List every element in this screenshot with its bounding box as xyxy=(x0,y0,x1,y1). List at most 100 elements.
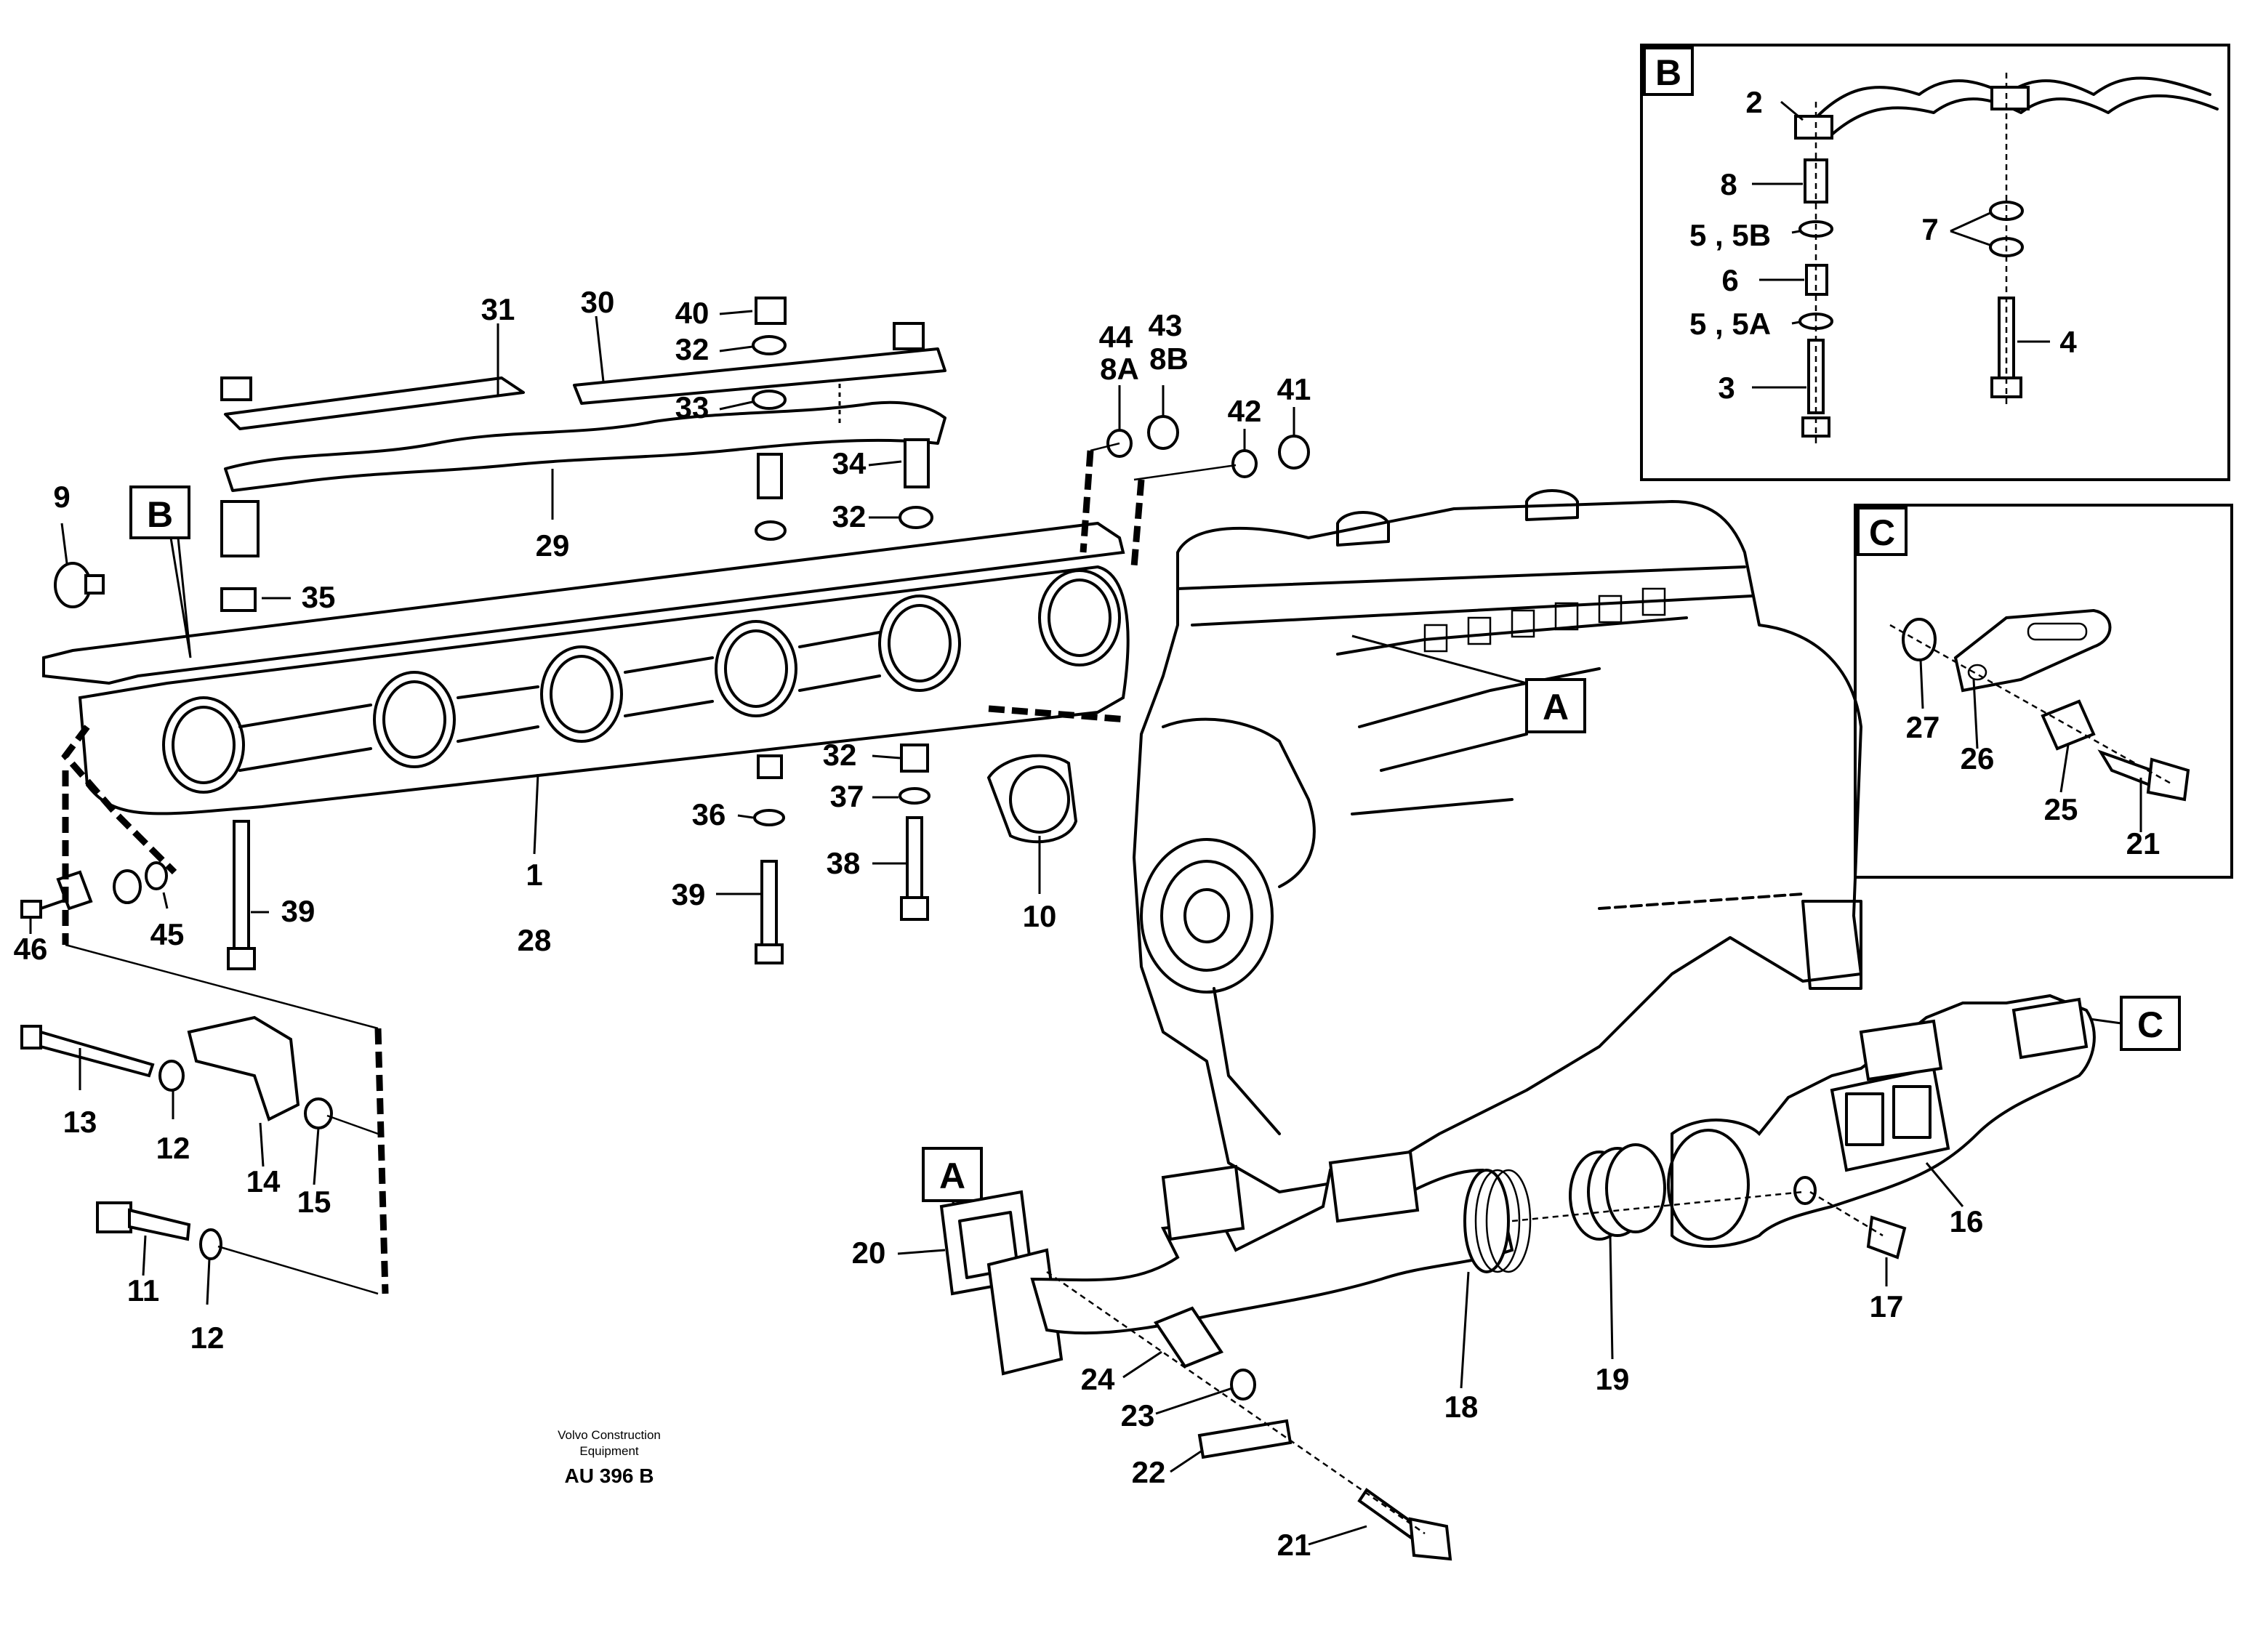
credit-line-1: Volvo Construction xyxy=(558,1428,661,1442)
flywheel-flange xyxy=(1801,900,1862,990)
callout-b-2: 2 xyxy=(1745,85,1762,119)
axis-c xyxy=(1889,624,2174,786)
credit-block: Volvo Construction Equipment AU 396 B xyxy=(558,1428,661,1487)
detail-box-c: C 27 26 25 21 xyxy=(1854,504,2233,879)
callout-16: 16 xyxy=(1950,1204,1984,1238)
gasket-strip-30 xyxy=(573,347,946,405)
flange-18-mid xyxy=(1161,1164,1245,1241)
callout-c-25: 25 xyxy=(2044,792,2078,826)
detail-box-b-frame xyxy=(1640,44,2230,481)
injector-row xyxy=(1423,587,1666,653)
detail-box-c-letter: C xyxy=(1869,512,1895,553)
bolt-39-mid xyxy=(760,860,778,950)
callout-b-3: 3 xyxy=(1718,371,1735,405)
view-marker-b-cover-letter: B xyxy=(147,494,173,535)
cap-left xyxy=(1336,511,1390,547)
callout-29: 29 xyxy=(536,528,570,563)
callout-33: 33 xyxy=(675,390,710,424)
washer-23 xyxy=(1230,1369,1256,1401)
callout-9: 9 xyxy=(53,480,70,514)
dashed-connector-left xyxy=(61,725,177,875)
cover-top-flange xyxy=(42,521,1125,685)
washer-c-27 xyxy=(1902,618,1937,661)
callout-c-26: 26 xyxy=(1961,741,1995,775)
callout-14: 14 xyxy=(246,1164,281,1198)
stud-38 xyxy=(906,816,923,899)
callout-12-top: 12 xyxy=(156,1131,190,1165)
callout-44: 44 xyxy=(1099,320,1133,354)
callout-b-8: 8 xyxy=(1720,167,1737,201)
callout-42: 42 xyxy=(1228,394,1262,428)
sleeve-35 xyxy=(220,587,257,612)
callout-b-4: 4 xyxy=(2059,325,2077,359)
sealing-ring-10 xyxy=(986,754,1078,844)
callout-28: 28 xyxy=(518,923,552,957)
washer-36 xyxy=(753,809,785,826)
callout-22: 22 xyxy=(1132,1455,1166,1489)
port-openings xyxy=(162,569,1121,794)
callout-45: 45 xyxy=(150,917,185,951)
bolt-17 xyxy=(1866,1215,1907,1260)
dashed-connector-bottom xyxy=(374,1028,389,1294)
view-marker-a-lower-letter: A xyxy=(939,1156,965,1196)
plate-22 xyxy=(1197,1419,1293,1459)
exhaust-manifold-assembly: A C xyxy=(852,994,2181,1562)
seal-ring-19c xyxy=(1605,1143,1666,1233)
washer-32-mid xyxy=(899,506,933,529)
callouts-main: 31 30 40 32 33 29 34 32 9 35 1 28 32 37 … xyxy=(14,285,1311,1355)
callout-10: 10 xyxy=(1023,899,1057,933)
nut-b-right xyxy=(1990,86,2030,110)
bracket-c-26 xyxy=(1953,608,2112,693)
view-marker-c-lower xyxy=(2120,996,2181,1051)
flange-18-right xyxy=(1328,1150,1420,1223)
gasket-strip-29 xyxy=(224,400,946,492)
spacer-24 xyxy=(1153,1306,1224,1369)
callout-15: 15 xyxy=(297,1185,331,1219)
callout-b-6: 6 xyxy=(1721,263,1738,297)
callout-30: 30 xyxy=(581,285,615,319)
washer-37 xyxy=(899,787,930,805)
callout-37: 37 xyxy=(830,779,864,813)
callout-8a: 8A xyxy=(1100,352,1139,386)
callout-24: 24 xyxy=(1081,1362,1115,1396)
engine-outline xyxy=(1133,500,1862,1193)
flange-16-a xyxy=(1859,1019,1943,1081)
nut-right xyxy=(893,322,925,350)
detail-box-b-tag xyxy=(1643,47,1694,96)
callout-39-mid: 39 xyxy=(672,877,706,911)
bolt-13-head xyxy=(20,1025,42,1049)
washer-12-low xyxy=(199,1228,222,1260)
view-marker-c-lower-letter: C xyxy=(2137,1004,2163,1045)
nut-43 xyxy=(1147,415,1179,450)
callout-43: 43 xyxy=(1149,308,1183,342)
washer-12-top xyxy=(158,1060,185,1092)
view-marker-a-engine xyxy=(1525,678,1586,733)
callout-c-27: 27 xyxy=(1906,710,1940,744)
callout-11: 11 xyxy=(127,1273,159,1308)
pulley-inner xyxy=(1160,860,1253,972)
bolt-11-head xyxy=(96,1201,132,1233)
credit-line-2: Equipment xyxy=(579,1444,639,1458)
view-marker-a-engine-letter: A xyxy=(1543,687,1569,728)
callout-b-5-5b: 5 , 5B xyxy=(1689,218,1771,252)
callout-40: 40 xyxy=(675,296,710,330)
spacer-34-left xyxy=(757,453,783,499)
nut-45 xyxy=(113,869,142,904)
callout-8b: 8B xyxy=(1149,342,1189,376)
nut-40 xyxy=(755,297,787,325)
callout-32-low: 32 xyxy=(823,738,857,772)
callout-32-mid: 32 xyxy=(832,499,867,533)
bolt-39-left xyxy=(233,820,250,954)
bolt-13 xyxy=(39,1030,155,1078)
drawing-code: AU 396 B xyxy=(565,1464,654,1487)
spacer-15 xyxy=(304,1097,333,1129)
callout-38: 38 xyxy=(827,846,861,880)
pulley-outer xyxy=(1140,838,1274,994)
washer-32-top xyxy=(752,335,787,355)
washer-33 xyxy=(752,390,787,410)
detail-box-c-tag xyxy=(1857,507,1908,556)
washer-32-mid-left xyxy=(755,520,787,541)
bolt-c-21-head xyxy=(2146,757,2190,802)
spacer-32-low xyxy=(900,744,929,773)
